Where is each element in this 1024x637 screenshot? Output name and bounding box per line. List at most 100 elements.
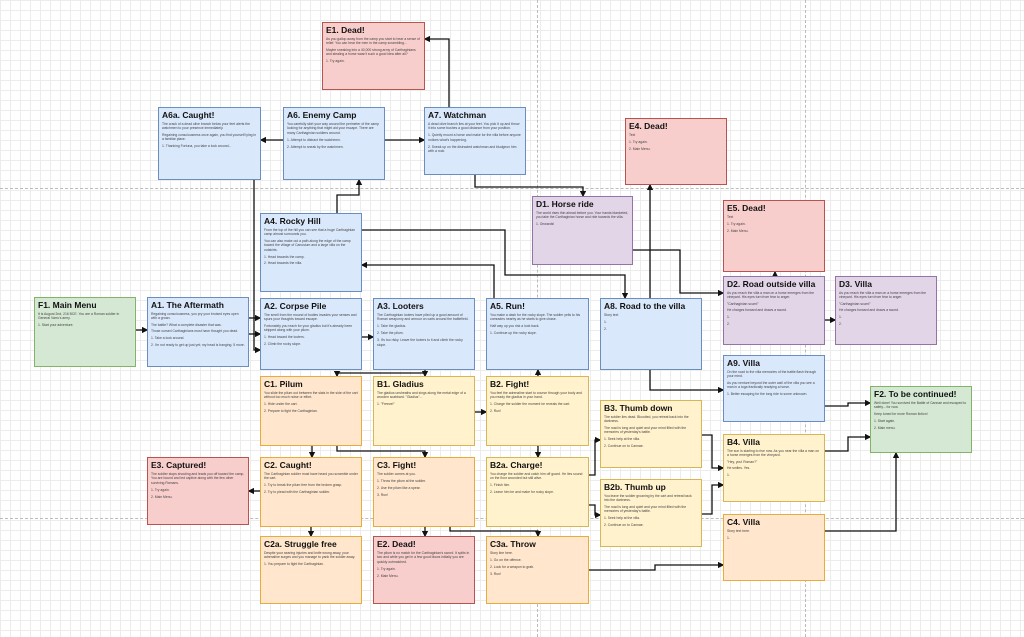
node-option: 1. Quietly mount a horse and make for th…	[428, 133, 521, 142]
connector-arrow	[360, 261, 495, 298]
node-body-text: Story text	[604, 313, 619, 317]
node-option: 1. Start again.	[874, 418, 896, 423]
node-title: A6. Enemy Camp	[287, 110, 357, 120]
story-node-e2[interactable]: E2. Dead!The pilum is no match for the C…	[373, 536, 475, 604]
story-node-b2[interactable]: B2. Fight!You feel the adrenaline start …	[486, 376, 589, 446]
node-title: E3. Captured!	[151, 460, 207, 470]
node-title: B3. Thumb down	[604, 403, 673, 413]
node-option: 1. Better escaping for the long ride to …	[727, 392, 808, 397]
node-body-text: You make a dash for the rocky slope. The…	[490, 313, 581, 322]
node-option: 2. Run!	[490, 409, 501, 414]
connector-arrow	[336, 178, 363, 213]
node-title: A2. Corpse Pile	[264, 301, 327, 311]
node-body-text: As you reach the villa a man on a horse …	[727, 291, 815, 300]
node-option: 1. Try again.	[326, 59, 345, 64]
node-option: 1. Take a look around.	[151, 336, 185, 341]
node-body-text: The Carthaginian soldier must have heard…	[264, 472, 358, 481]
story-node-e1[interactable]: E1. Dead!As you gallop away from the cam…	[322, 22, 425, 90]
node-title: C3a. Throw	[490, 539, 536, 549]
node-body-text: The battle? What a complete disaster tha…	[151, 322, 222, 327]
node-body-text: Those cursed Carthaginians must have tho…	[151, 329, 239, 334]
node-title: A9. Villa	[727, 358, 760, 368]
node-body-text: Well done! You survived the Battle of Ca…	[874, 401, 967, 410]
node-body-text: He smiles. Yes.	[727, 466, 751, 471]
node-option: 1. Take the gladius.	[377, 324, 407, 329]
node-option: 1. Seek help at the villa.	[604, 516, 641, 521]
node-option: 1. Thanking Fortuna, you take a look aro…	[162, 144, 232, 149]
node-option: 1. "Freeze!"	[377, 402, 395, 407]
node-option: 2. Take the pilum.	[377, 331, 404, 336]
story-node-c2[interactable]: C2. Caught!The Carthaginian soldier must…	[260, 457, 362, 527]
node-body-text: The soldier comes at you.	[377, 472, 416, 476]
node-body-text: "Hey, you! Roman?"	[727, 459, 758, 464]
node-title: D1. Horse ride	[536, 199, 594, 209]
node-title: B2a. Charge!	[490, 460, 543, 470]
node-option: 3. It's too risky. Leave the looters to …	[377, 338, 463, 347]
connector-arrow	[474, 175, 587, 198]
node-body-text: Despite your searing injuries and knife …	[264, 551, 356, 560]
story-node-c3[interactable]: C3. Fight!The soldier comes at you.1. Th…	[373, 457, 475, 527]
connector-arrow	[336, 446, 429, 459]
story-node-a6a[interactable]: A6a. Caught!The crack of a dead olive br…	[158, 107, 261, 180]
node-body-text: Text	[629, 133, 636, 137]
node-option: 1. Charge the soldier the moment he reve…	[490, 402, 571, 407]
node-option: 2. Main Menu.	[629, 146, 651, 151]
node-body-text: The Carthaginian looters have piled up a…	[377, 313, 469, 322]
connector-arrow	[825, 399, 872, 407]
node-body-text: It is August 2nd, 216 BCE. You are a Rom…	[38, 312, 120, 321]
node-title: E2. Dead!	[377, 539, 416, 549]
node-option: 2.	[604, 326, 607, 331]
story-node-b2a[interactable]: B2a. Charge!You charge the soldier and c…	[486, 457, 589, 527]
node-title: E1. Dead!	[326, 25, 365, 35]
node-option: 1. Try again.	[629, 139, 648, 144]
node-option: 1. Go on the offence.	[490, 557, 522, 562]
node-option: 2. Prepare to fight the Carthaginian.	[264, 409, 318, 414]
node-option: 2. Main menu.	[874, 425, 896, 430]
node-body-text: "Carthaginian scum!"	[727, 301, 759, 306]
page-break-line	[0, 188, 1024, 189]
node-option: 1. Onwards!	[536, 222, 555, 227]
node-body-text: Story text here.	[727, 529, 750, 533]
node-body-text: You slide the pilum out between the slat…	[264, 391, 358, 400]
node-body-text: Regaining consciousness, you pry your br…	[151, 312, 239, 321]
story-node-e3[interactable]: E3. Captured!The soldier stops shouting …	[147, 457, 249, 525]
connector-arrow	[333, 370, 425, 378]
node-option: 2. Sneak up on the distracted watchman a…	[428, 144, 517, 154]
node-option: 2. Head towards the villa.	[264, 261, 303, 266]
node-option: 2. Continue on to Cannae.	[604, 523, 644, 528]
node-option: 1. Attempt to distract the watchmen.	[287, 137, 341, 142]
node-option: 1. Hide under the cart.	[264, 402, 298, 407]
story-node-a5[interactable]: A5. Run!You make a dash for the rocky sl…	[486, 298, 589, 370]
node-title: C3. Fight!	[377, 460, 417, 470]
story-node-f2[interactable]: F2. To be continued!Well done! You survi…	[870, 386, 972, 453]
node-body-text: He charges forward and draws a sword.	[839, 308, 899, 313]
node-body-text: Text	[727, 215, 734, 219]
node-body-text: A dead olive branch lies at your feet. Y…	[428, 122, 520, 131]
node-body-text: You carefully skirt your way around the …	[287, 122, 380, 135]
node-option: 1. Try again.	[727, 221, 746, 226]
